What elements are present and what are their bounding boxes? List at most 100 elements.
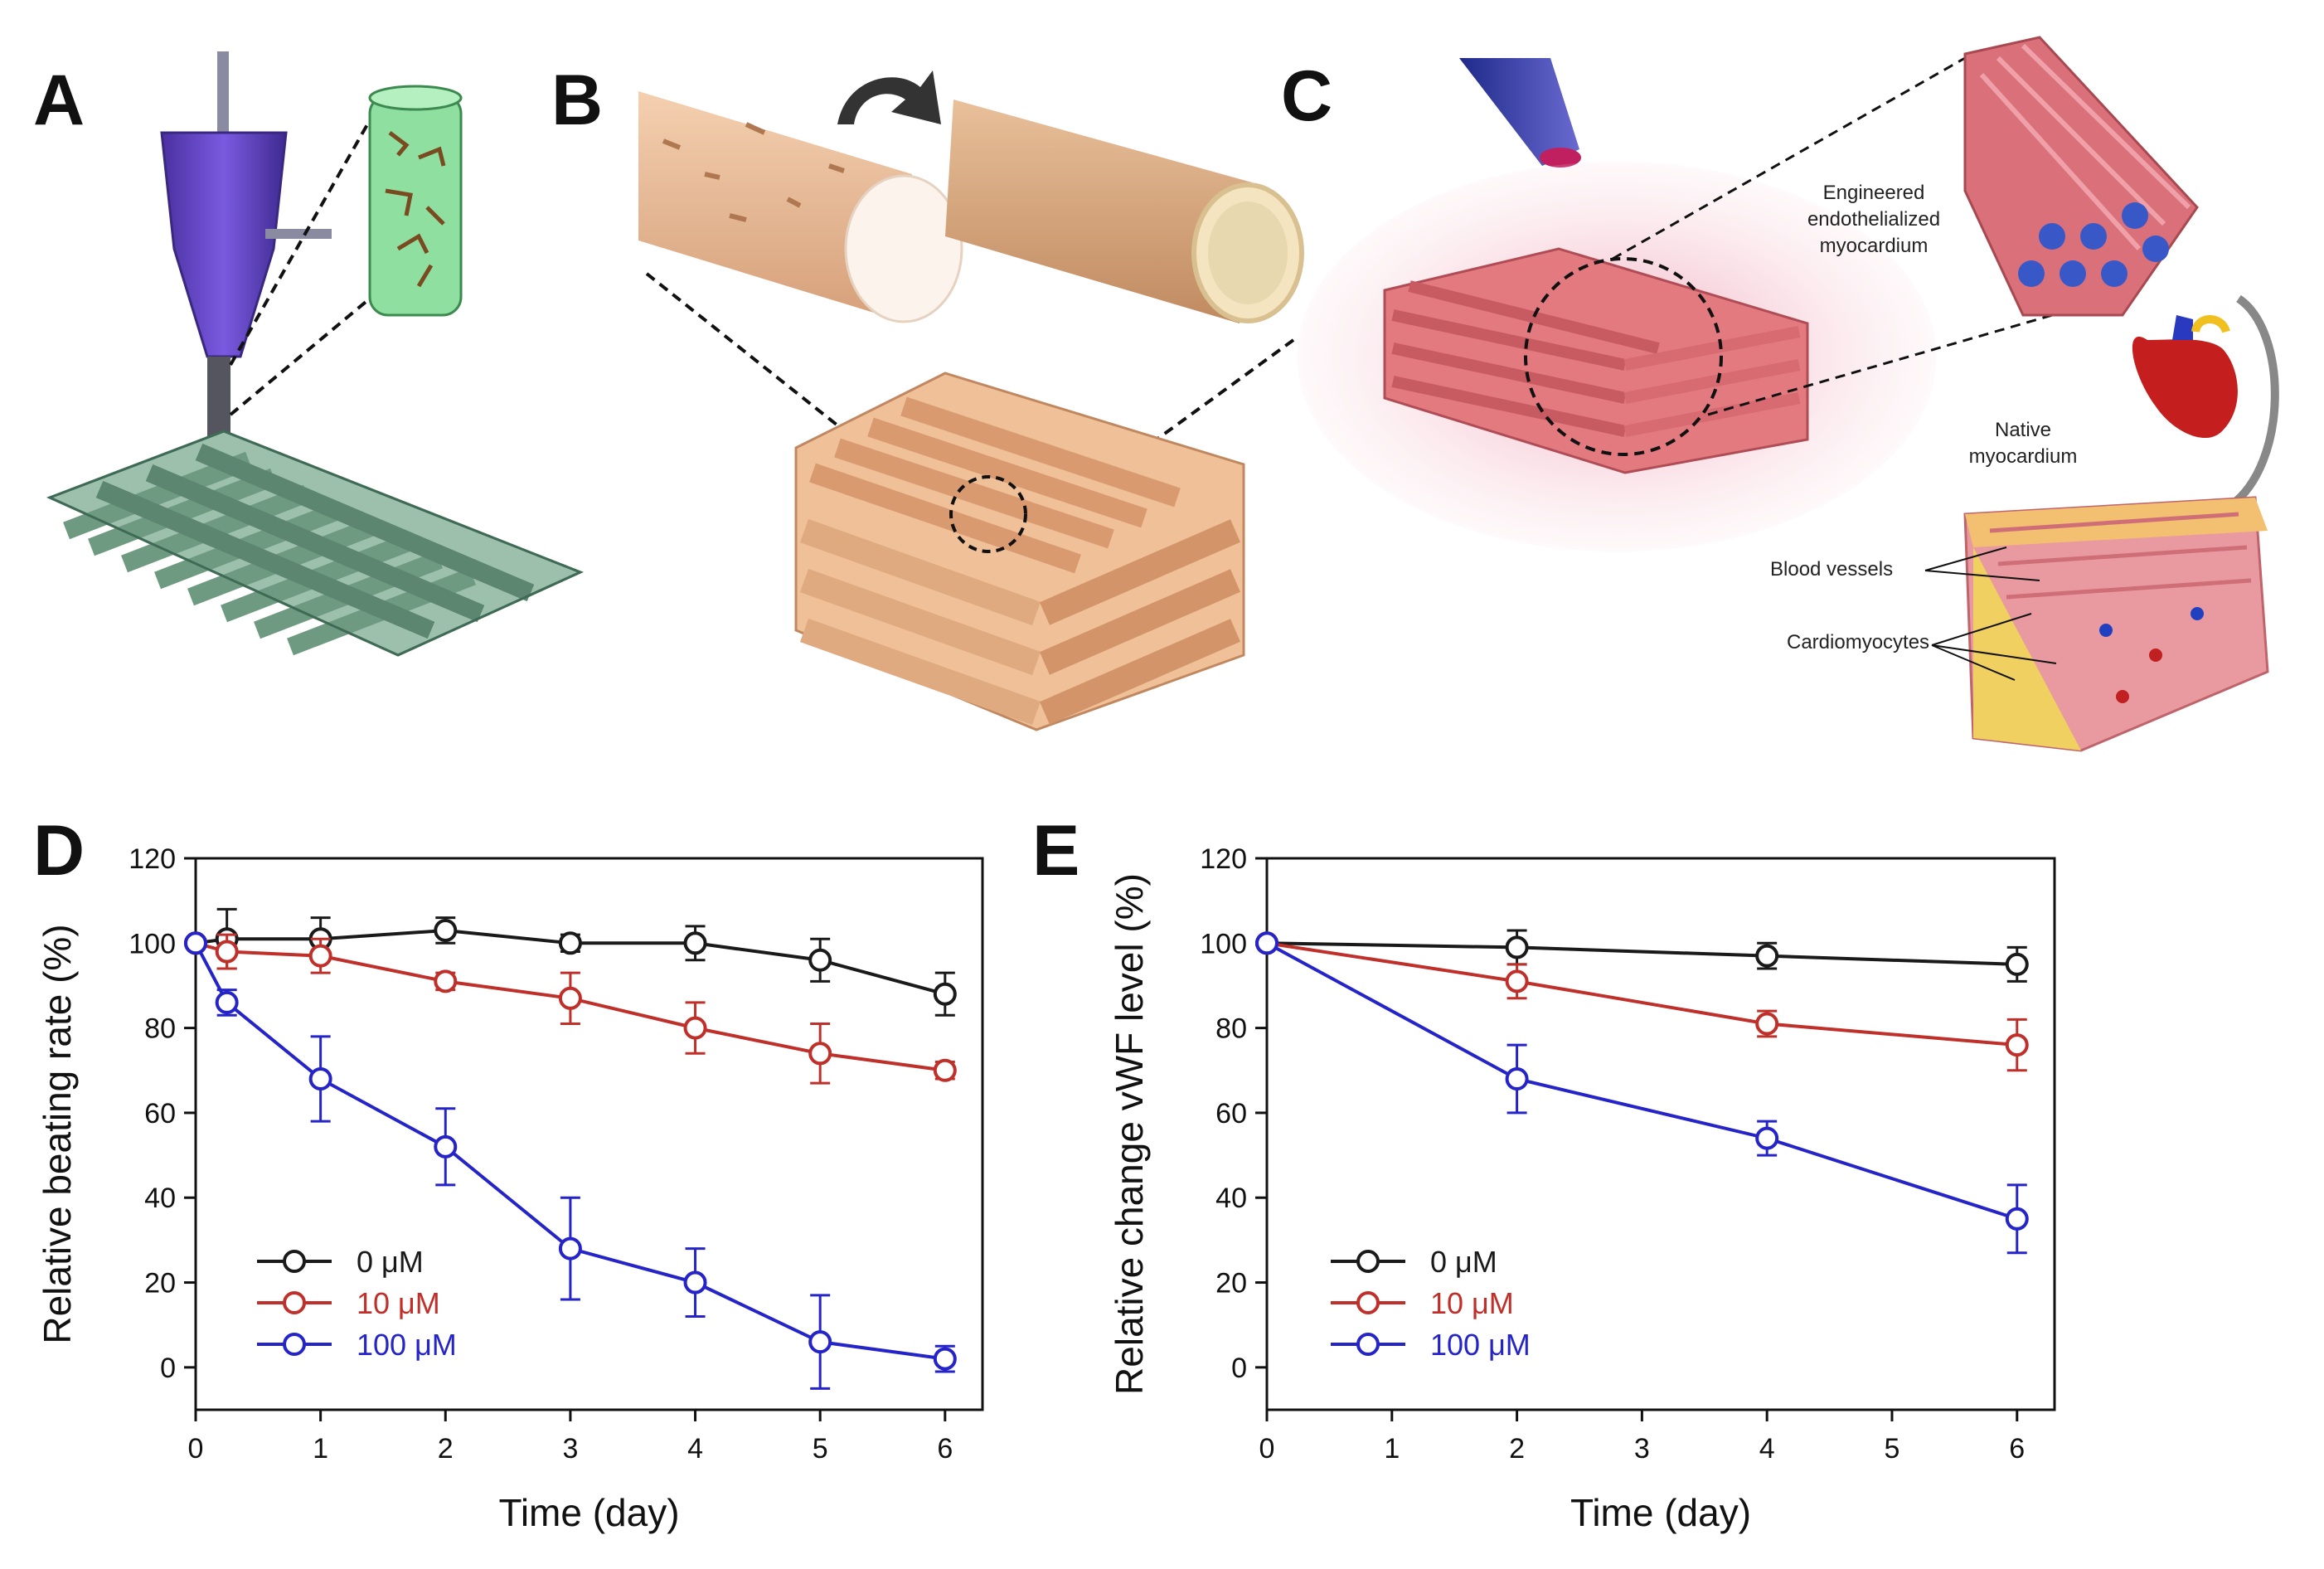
y-tick-label: 60 — [1215, 1098, 1247, 1129]
panel-b: B — [551, 61, 1304, 731]
x-tick-label: 2 — [1509, 1433, 1525, 1465]
printer-nozzle-icon — [160, 51, 332, 440]
legend-marker — [283, 1333, 306, 1356]
data-point — [1505, 969, 1529, 993]
native-myocardium-icon — [1963, 496, 2269, 752]
x-tick-label: 4 — [687, 1433, 703, 1465]
legend-label: 100 μM — [357, 1328, 457, 1362]
y-tick-label: 80 — [1215, 1013, 1247, 1045]
x-tick-label: 0 — [188, 1433, 204, 1465]
engineered-myocardium-icon — [1963, 36, 2199, 317]
panel-label-c: C — [1281, 56, 1332, 136]
x-tick-label: 0 — [1259, 1433, 1275, 1465]
native-label-line2: myocardium — [1969, 445, 2078, 468]
data-point — [434, 918, 458, 942]
x-tick-label: 6 — [2009, 1433, 2025, 1465]
curved-arrow-icon — [837, 70, 941, 124]
green-scaffold-icon — [46, 430, 584, 657]
x-tick-label: 5 — [1885, 1433, 1900, 1465]
series-line — [195, 941, 946, 1072]
data-point — [2005, 952, 2029, 976]
x-tick-label: 1 — [313, 1433, 328, 1465]
data-point — [808, 1042, 832, 1066]
series-line — [1266, 941, 2017, 1047]
engineered-label-line1: Engineered — [1823, 182, 1925, 204]
x-axis-label: Time (day) — [1570, 1491, 1751, 1534]
engineered-label-line3: myocardium — [1820, 235, 1929, 257]
y-tick-label: 120 — [1200, 843, 1247, 875]
x-tick-label: 6 — [937, 1433, 953, 1465]
data-point — [808, 1330, 832, 1354]
data-point — [308, 1067, 332, 1091]
x-tick-label: 5 — [813, 1433, 828, 1465]
engineered-label-line2: endothelialized — [1807, 208, 1940, 231]
y-tick-label: 60 — [144, 1098, 176, 1129]
y-tick-label: 0 — [160, 1353, 176, 1384]
data-point — [434, 1134, 458, 1159]
double-arrow-icon — [2227, 294, 2279, 510]
cardiomyocytes-label: Cardiomyocytes — [1787, 631, 1929, 653]
panel-label-d: D — [33, 811, 85, 891]
y-tick-label: 80 — [144, 1013, 176, 1045]
x-tick-label: 3 — [562, 1433, 578, 1465]
y-tick-label: 20 — [144, 1268, 176, 1299]
series-line — [194, 942, 946, 1361]
series-line — [1266, 941, 2017, 966]
legend-marker — [1356, 1250, 1380, 1273]
legend-marker — [1356, 1333, 1380, 1356]
data-point — [933, 982, 957, 1006]
solid-fiber-icon — [638, 91, 963, 323]
data-point — [1505, 1067, 1529, 1091]
y-tick-label: 120 — [129, 843, 176, 875]
y-tick-label: 100 — [129, 928, 176, 959]
panel-a: A — [33, 51, 584, 657]
data-point — [1755, 944, 1779, 968]
data-point — [558, 931, 582, 955]
y-axis-label: Relative change vWF level (%) — [1108, 873, 1151, 1395]
data-point — [1755, 1012, 1779, 1036]
bioink-inset-icon — [368, 85, 463, 317]
data-point — [683, 931, 707, 955]
y-tick-label: 40 — [1215, 1183, 1247, 1214]
y-tick-label: 100 — [1200, 928, 1247, 959]
heart-icon — [2132, 315, 2238, 439]
native-label-line1: Native — [1995, 419, 2051, 441]
data-point — [558, 1236, 582, 1261]
legend-marker — [283, 1291, 306, 1314]
data-point — [308, 944, 332, 968]
data-point — [2005, 1207, 2029, 1231]
data-point — [215, 940, 239, 964]
y-tick-label: 0 — [1231, 1353, 1247, 1384]
data-point — [683, 1270, 707, 1295]
blood-vessels-label: Blood vessels — [1770, 558, 1893, 580]
tissue-block-icon — [1383, 247, 1809, 474]
data-point — [933, 1058, 957, 1082]
legend-label: 100 μM — [1430, 1328, 1531, 1362]
data-point — [808, 948, 832, 972]
data-point — [2005, 1033, 2029, 1057]
y-tick-label: 20 — [1215, 1268, 1247, 1299]
data-point — [184, 931, 207, 955]
data-point — [683, 1016, 707, 1040]
x-tick-label: 4 — [1759, 1433, 1775, 1465]
panel-c: C Engineered endothelialized myoca — [1281, 36, 2279, 752]
panel-label-a: A — [33, 61, 85, 140]
legend-label: 10 μM — [1430, 1286, 1514, 1320]
data-point — [933, 1347, 957, 1371]
data-point — [558, 986, 582, 1010]
legend-label: 0 μM — [1430, 1245, 1497, 1279]
legend-marker — [1356, 1291, 1380, 1314]
printer-needle-icon — [1459, 58, 1579, 166]
legend-marker — [283, 1250, 306, 1273]
x-tick-label: 2 — [438, 1433, 454, 1465]
panel-label-b: B — [551, 61, 603, 140]
data-point — [1755, 1126, 1779, 1150]
series-line — [1266, 941, 2018, 1221]
legend-label: 10 μM — [357, 1286, 440, 1320]
y-axis-label: Relative beating rate (%) — [36, 924, 79, 1343]
